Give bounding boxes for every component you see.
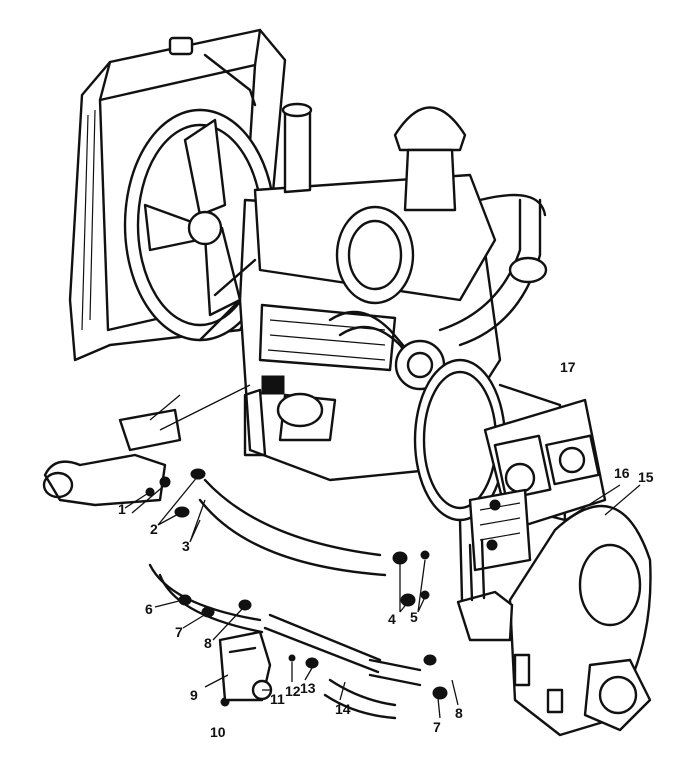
callout-11: 11	[270, 691, 285, 707]
callout-6: 6	[145, 601, 153, 617]
callout-8-left: 8	[204, 635, 212, 651]
lower-water-hose	[323, 658, 422, 720]
callout-7-right: 7	[433, 719, 441, 735]
callout-labels: 1 2 3 4 5 6 7 8 9 10 11 12 13 14 7 8 15 …	[118, 359, 654, 740]
callout-7-left: 7	[175, 624, 183, 640]
callout-14: 14	[335, 701, 351, 717]
callout-3: 3	[182, 538, 190, 554]
leader-lines	[124, 475, 641, 719]
callout-9: 9	[190, 687, 198, 703]
callout-2: 2	[150, 521, 158, 537]
callout-5: 5	[410, 609, 418, 625]
water-pump-bracket	[218, 630, 273, 702]
callout-10: 10	[210, 724, 226, 740]
transmission	[468, 398, 652, 737]
support-bracket	[456, 518, 514, 642]
callout-15: 15	[638, 469, 654, 485]
callout-16: 16	[614, 465, 630, 481]
callout-12: 12	[285, 683, 301, 699]
callout-4: 4	[388, 611, 396, 627]
callout-8-right: 8	[455, 705, 463, 721]
callout-17: 17	[560, 359, 576, 375]
thermostat-housing	[42, 384, 251, 507]
callout-13: 13	[300, 680, 316, 696]
callout-1: 1	[118, 501, 126, 517]
air-cleaner-cap	[393, 106, 467, 212]
